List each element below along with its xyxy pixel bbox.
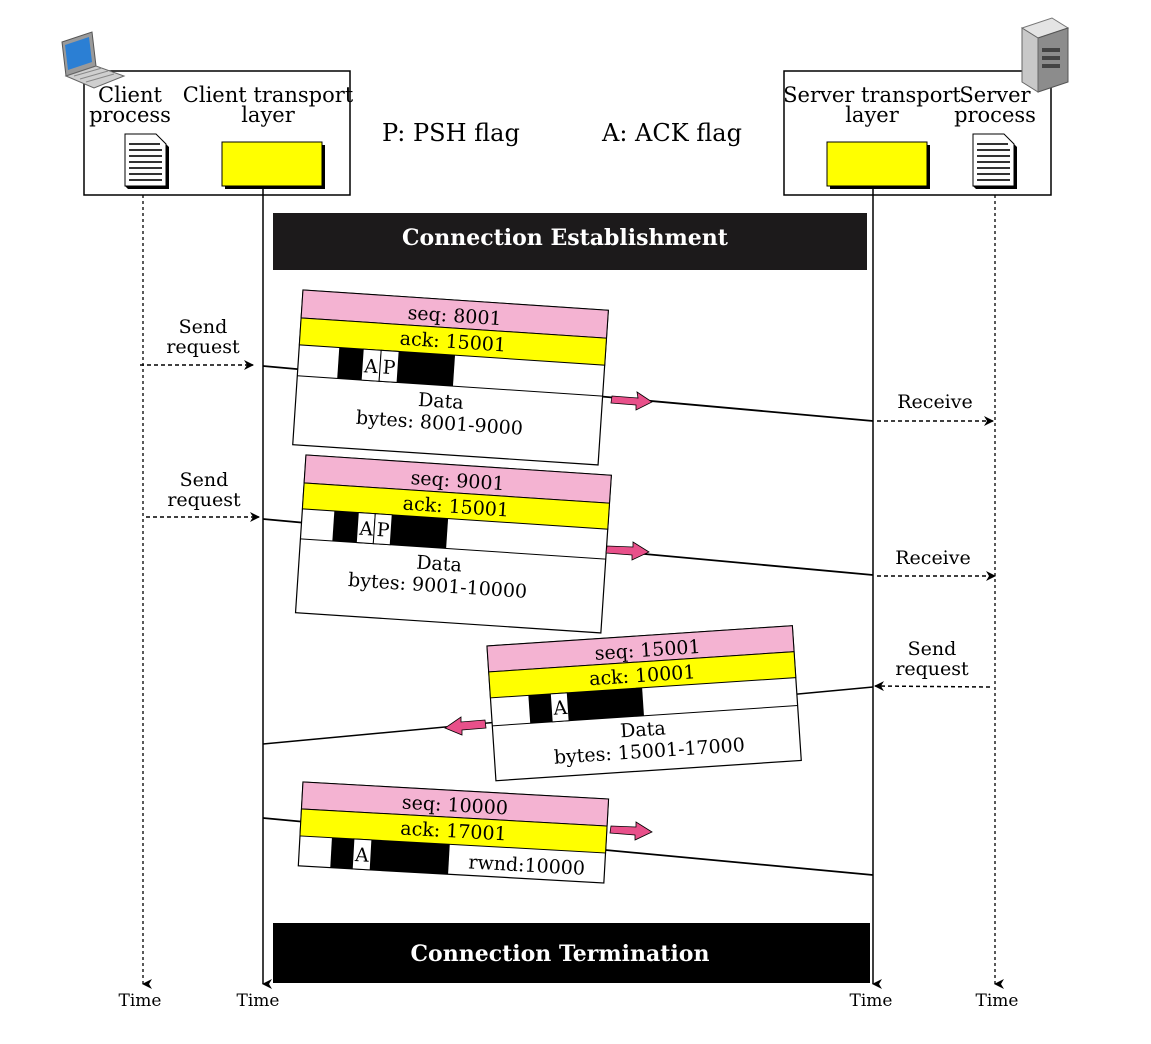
server-transport-label-line2: layer [845, 103, 900, 127]
client-transport-label-line2: layer [241, 103, 296, 127]
time-label-server-transport: Time [850, 991, 893, 1011]
send-request-1-line2: request [166, 336, 240, 358]
receive-2-label: Receive [895, 547, 971, 569]
client-layer-box [221, 141, 323, 187]
connection-establishment-label: Connection Establishment [402, 225, 729, 251]
segment-3-data: Data [619, 717, 666, 742]
segment-2: seq: 9001 ack: 15001 A P Data bytes: 900… [294, 454, 612, 634]
send-request-arrow-3 [874, 681, 991, 692]
client-transport-label-line1: Client transport [183, 83, 354, 107]
server-layer-box [826, 141, 928, 187]
segment-2-flag-a: A [358, 518, 374, 541]
segment-2-direction-arrow [605, 541, 650, 561]
time-label-client-process: Time [119, 991, 162, 1011]
legend-ack-flag: A: ACK flag [601, 119, 742, 147]
segment-1-data: Data [417, 389, 464, 414]
segment-3: seq: 15001 ack: 10001 A Data bytes: 1500… [486, 625, 802, 782]
connection-termination-bar [273, 923, 870, 983]
client-process-label-line2: process [89, 103, 171, 127]
segment-4: seq: 10000 ack: 17001 A rwnd:10000 [297, 781, 610, 884]
server-transport-label-line1: Server transport [783, 83, 961, 107]
segment-1-direction-arrow [610, 391, 653, 411]
server-process-label-line2: process [954, 103, 1036, 127]
send-request-3-line1: Send [908, 638, 957, 660]
segment-1-flag-p: P [382, 356, 396, 379]
send-request-1-line1: Send [179, 316, 228, 338]
server-process-label-line1: Server [959, 83, 1031, 107]
connection-termination-label: Connection Termination [411, 941, 710, 967]
receive-1-label: Receive [897, 391, 973, 413]
segment-2-data: Data [416, 552, 463, 577]
connection-establishment-bar [273, 213, 867, 270]
segment-2-flag-p: P [376, 519, 390, 542]
laptop-icon [61, 31, 126, 89]
time-label-client-transport: Time [237, 991, 280, 1011]
segment-1: seq: 8001 ack: 15001 A P Data bytes: 800… [292, 289, 609, 466]
segment-4-flag-a: A [354, 844, 370, 867]
send-request-2-line2: request [167, 489, 241, 511]
server-document-icon [972, 133, 1017, 189]
segment-4-direction-arrow [609, 821, 653, 841]
client-process-label-line1: Client [98, 83, 162, 107]
segment-1-flag-a: A [362, 355, 378, 378]
send-request-2-line1: Send [180, 469, 229, 491]
server-tower-icon [1020, 17, 1070, 93]
time-label-server-process: Time [976, 991, 1019, 1011]
segment-3-flag-a: A [552, 697, 568, 720]
legend-psh-flag: P: PSH flag [382, 119, 520, 147]
segment-3-direction-arrow [444, 716, 487, 736]
client-document-icon [124, 133, 169, 189]
send-request-3-line2: request [895, 658, 969, 680]
